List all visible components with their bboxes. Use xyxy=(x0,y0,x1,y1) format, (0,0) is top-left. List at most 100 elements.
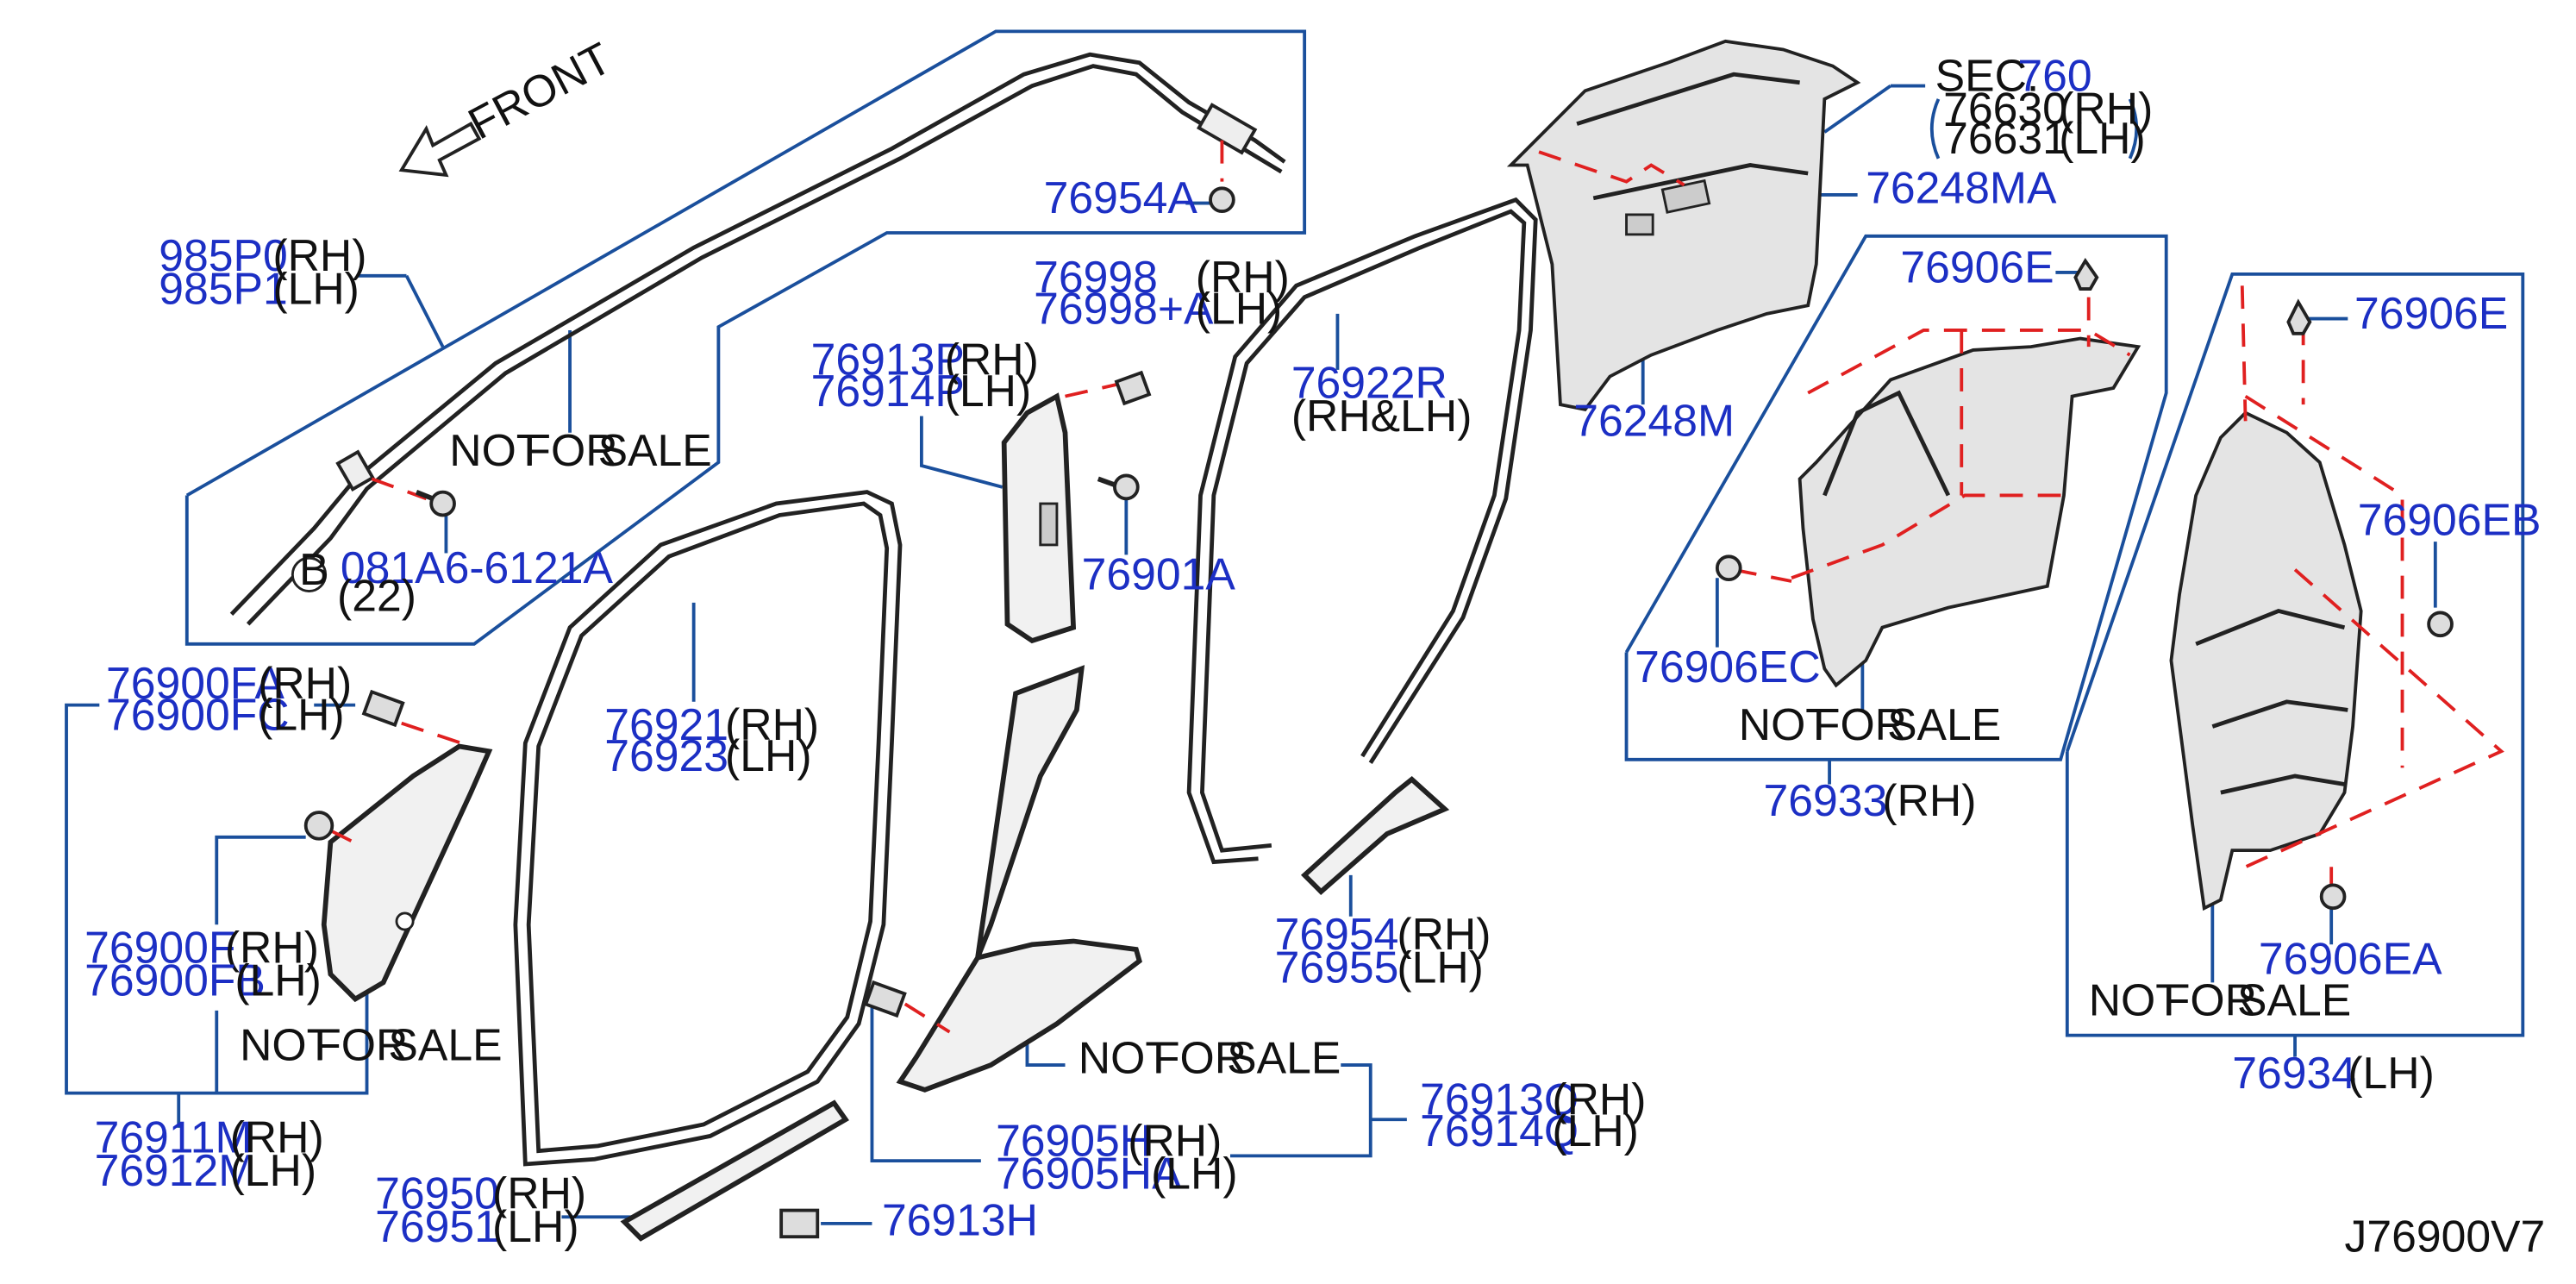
lh-trim-group-border xyxy=(2065,272,2525,1037)
part-number: 76901A xyxy=(1082,549,1236,599)
part-number: 985P0 xyxy=(159,230,287,280)
side-label: (RH) xyxy=(1552,1074,1646,1124)
part-number: 76906EA xyxy=(2259,934,2442,984)
side-label: (LH) xyxy=(945,366,1032,416)
part-number: 76905HA xyxy=(996,1149,1182,1199)
side-label: (RH) xyxy=(1196,252,1290,302)
bolt-icon xyxy=(415,489,456,517)
side-label: (LH) xyxy=(1151,1149,1238,1199)
bolt-marker-letter: B xyxy=(299,544,328,594)
part-number: 76950 xyxy=(375,1168,499,1218)
leader-sec760 xyxy=(1823,85,1892,134)
svg-text:NOT: NOT xyxy=(1079,1033,1172,1083)
airbag-group-border xyxy=(184,29,1307,646)
rh-rear-trim-part xyxy=(1733,297,2141,688)
left-group-bracket xyxy=(65,703,369,1095)
side-label: (RH) xyxy=(1397,909,1491,959)
clip-76906ea-icon xyxy=(2319,883,2347,911)
part-number: 76900F xyxy=(84,922,235,972)
svg-text:SALE: SALE xyxy=(598,425,712,475)
screw-76954a-icon xyxy=(1209,140,1235,214)
part-number: 76248MA xyxy=(1866,163,2057,213)
front-sill-plate-part xyxy=(620,1099,849,1242)
clip-76906e-rh-icon xyxy=(2073,258,2099,291)
front-door-weatherstrip-part xyxy=(513,490,903,1167)
side-label: (RH) xyxy=(272,230,366,280)
part-number: 76923 xyxy=(604,730,728,780)
leader-985p0-diag xyxy=(404,274,445,348)
clip-76998-icon xyxy=(1114,370,1152,406)
part-number: 76900FA xyxy=(106,658,284,708)
sec760-bracket-left xyxy=(1929,98,1941,160)
clip-76905h-icon xyxy=(863,980,907,1018)
part-number: 76900FC xyxy=(106,689,290,739)
svg-text:NOT: NOT xyxy=(240,1019,334,1069)
side-label: (RH) xyxy=(230,1112,324,1162)
side-label: (LH) xyxy=(492,1201,579,1251)
sec760-bracket-right xyxy=(2128,98,2139,160)
clip-76906ec-icon xyxy=(1715,554,1742,582)
svg-text:NOT: NOT xyxy=(2089,975,2183,1025)
sec-label: SEC. xyxy=(1935,50,2040,100)
rh-trim-group-border xyxy=(1624,234,2168,761)
svg-text:SALE: SALE xyxy=(1227,1033,1341,1083)
part-number: 76921 xyxy=(604,699,728,749)
lh-rear-trim-part xyxy=(2169,285,2504,911)
part-number: 76933 xyxy=(1763,775,1887,825)
side-label: (RH) xyxy=(1128,1115,1222,1165)
part-number: 76900FB xyxy=(84,955,266,1005)
side-label: (LH) xyxy=(2059,113,2146,163)
side-label: (LH) xyxy=(1552,1105,1639,1156)
part-number: 76914P xyxy=(811,366,965,416)
bolt-marker-circle xyxy=(291,556,328,592)
not-for-sale-label: NOT FOR SALE xyxy=(1739,699,2002,749)
not-for-sale-label: NOT FOR SALE xyxy=(449,425,712,475)
upper-b-pillar-trim-part xyxy=(1001,381,1123,644)
part-number: 76248M xyxy=(1573,396,1735,446)
part-number: 76954A xyxy=(1044,172,1198,222)
side-label: (RH) xyxy=(725,699,819,749)
part-number: 76922R xyxy=(1291,357,1447,407)
part-number: 76906E xyxy=(1900,241,2054,291)
svg-text:SALE: SALE xyxy=(2237,975,2351,1025)
leader-76913q xyxy=(1229,1063,1372,1158)
side-label: (RH) xyxy=(225,922,319,972)
side-label: (LH) xyxy=(1397,942,1484,992)
clip-76906eb-icon xyxy=(2427,611,2454,638)
part-number: 76934 xyxy=(2232,1048,2356,1098)
part-number: 76905H xyxy=(996,1115,1152,1165)
drawing-code: J76900V7 xyxy=(2344,1211,2545,1261)
not-for-sale-label: NOT FOR SALE xyxy=(1079,1033,1341,1083)
clip-76900f-icon xyxy=(303,811,335,841)
svg-text:FOR: FOR xyxy=(1813,699,1907,749)
leader-76913p xyxy=(919,416,1004,489)
part-number: 76954 xyxy=(1275,909,1399,959)
front-arrow-icon xyxy=(398,121,482,178)
side-label: (RH) xyxy=(2059,84,2153,134)
side-label: (RH) xyxy=(258,658,352,708)
svg-text:NOT: NOT xyxy=(1739,699,1833,749)
part-number: 76913Q xyxy=(1420,1074,1579,1124)
curtain-airbag-part xyxy=(229,52,1286,626)
part-number: 76906EC xyxy=(1635,642,1821,692)
quantity-label: (22) xyxy=(337,570,416,620)
not-for-sale-label: NOT FOR SALE xyxy=(2089,975,2352,1025)
svg-text:SALE: SALE xyxy=(1887,699,2001,749)
part-number: 76630 xyxy=(1943,84,2067,134)
body-pillar-panel-part xyxy=(1506,39,1861,411)
part-number: 76951 xyxy=(375,1201,499,1251)
side-label: (LH) xyxy=(1196,283,1283,333)
side-label: (LH) xyxy=(258,689,344,739)
part-number: 76911M xyxy=(95,1112,253,1162)
clip-76913h-icon xyxy=(779,1208,820,1239)
leader-76900f xyxy=(215,835,306,925)
part-number: 76906E xyxy=(2354,288,2508,338)
a-pillar-trim-part xyxy=(321,721,493,1003)
part-number: 985P1 xyxy=(159,263,287,313)
svg-text:FOR: FOR xyxy=(1153,1033,1247,1083)
side-label: (LH) xyxy=(234,955,321,1005)
svg-text:FOR: FOR xyxy=(2163,975,2257,1025)
clip-76906e-lh-icon xyxy=(2286,298,2312,335)
